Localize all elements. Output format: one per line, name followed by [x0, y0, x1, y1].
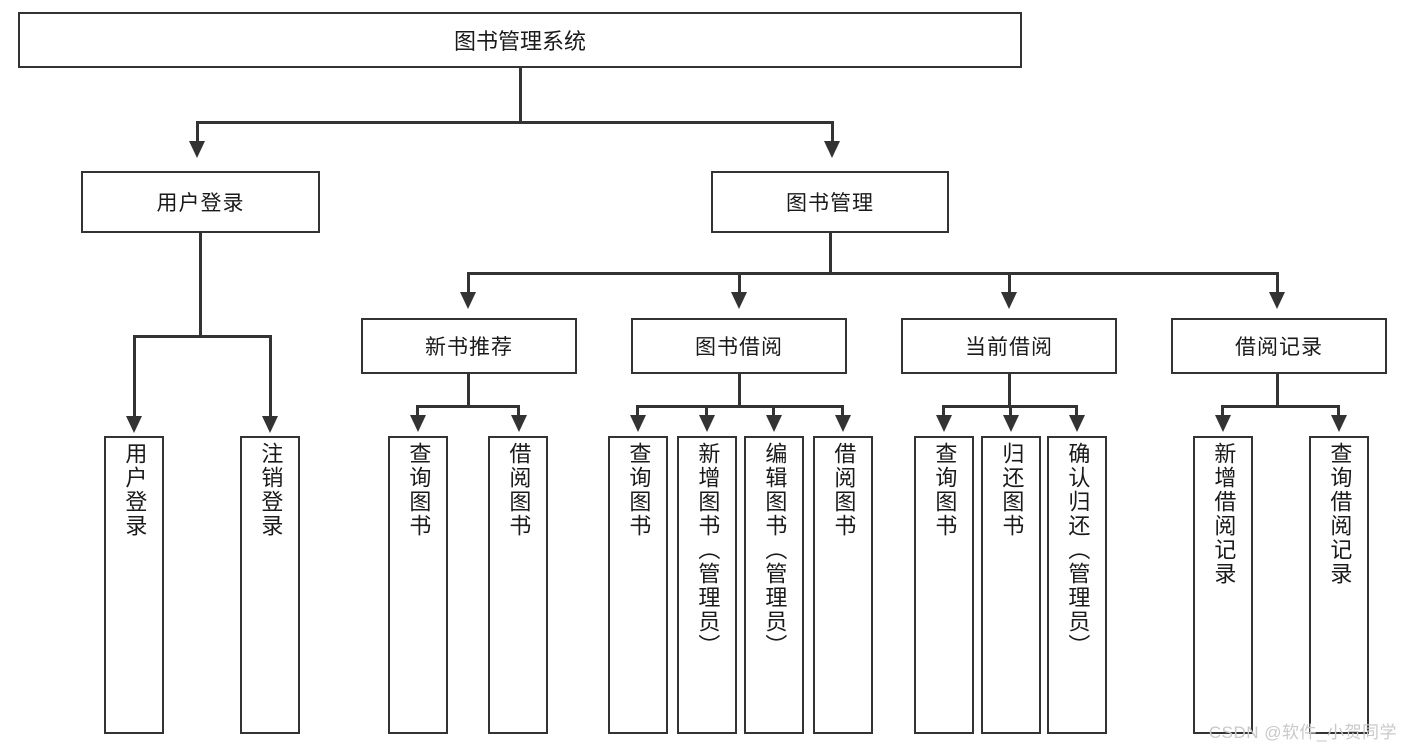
arrow-to-new-book-rec [460, 292, 476, 309]
leaf-borrow-book-1-label: 借阅图书 [506, 442, 532, 538]
leaf-query-book-1-label: 查询图书 [406, 442, 432, 538]
connector-bb-drop-2 [705, 405, 708, 417]
leaf-add-book-label: 新增图书（管理员） [695, 442, 721, 658]
leaf-add-record-label: 新增借阅记录 [1211, 442, 1237, 586]
leaf-return-book-label: 归还图书 [999, 442, 1025, 538]
leaf-query-record-label: 查询借阅记录 [1327, 442, 1353, 586]
arrow-to-leaf-return-book [1003, 415, 1019, 432]
connector-user-login-bar [133, 335, 269, 338]
node-book-borrow[interactable]: 图书借阅 [631, 318, 847, 374]
connector-user-login-stem [199, 233, 202, 335]
node-new-book-rec[interactable]: 新书推荐 [361, 318, 577, 374]
connector-book-manage-stem [829, 233, 832, 272]
arrow-to-leaf-add-record [1215, 415, 1231, 432]
connector-bb-drop-1 [636, 405, 639, 417]
arrow-to-leaf-query-book-1 [410, 415, 426, 432]
arrow-root-to-user-login [189, 141, 205, 158]
node-borrow-record-label: 借阅记录 [1235, 336, 1323, 359]
leaf-query-record[interactable]: 查询借阅记录 [1309, 436, 1369, 734]
node-user-login[interactable]: 用户登录 [81, 171, 320, 233]
arrow-to-leaf-query-book-2 [630, 415, 646, 432]
node-current-borrow-label: 当前借阅 [965, 336, 1053, 359]
arrow-to-leaf-query-book-3 [936, 415, 952, 432]
connector-bm-drop-1 [467, 272, 470, 295]
connector-bm-drop-4 [1276, 272, 1279, 295]
arrow-to-book-borrow [731, 292, 747, 309]
node-new-book-rec-label: 新书推荐 [425, 336, 513, 359]
node-user-login-label: 用户登录 [156, 192, 245, 215]
connector-bb-drop-4 [841, 405, 844, 417]
connector-root-stem [519, 68, 522, 121]
leaf-edit-book-label: 编辑图书（管理员） [762, 442, 788, 658]
arrow-to-leaf-edit-book [766, 415, 782, 432]
node-borrow-record[interactable]: 借阅记录 [1171, 318, 1387, 374]
arrow-to-leaf-borrow-book-2 [835, 415, 851, 432]
connector-br-stem [1276, 374, 1279, 405]
arrow-to-borrow-record [1269, 292, 1285, 309]
connector-br-drop-1 [1221, 405, 1224, 417]
connector-nbr-stem [467, 374, 470, 405]
node-book-manage-label: 图书管理 [786, 192, 874, 215]
connector-bm-drop-3 [1008, 272, 1011, 295]
connector-cb-drop-1 [942, 405, 945, 417]
leaf-query-book-3-label: 查询图书 [932, 442, 958, 538]
leaf-confirm-return[interactable]: 确认归还（管理员） [1047, 436, 1107, 734]
node-root[interactable]: 图书管理系统 [18, 12, 1022, 68]
leaf-user-login[interactable]: 用户登录 [104, 436, 164, 734]
leaf-borrow-book-2-label: 借阅图书 [831, 442, 857, 538]
node-book-borrow-label: 图书借阅 [695, 336, 783, 359]
arrow-to-current-borrow [1001, 292, 1017, 309]
connector-cb-drop-3 [1075, 405, 1078, 417]
leaf-borrow-book-1[interactable]: 借阅图书 [488, 436, 548, 734]
connector-bm-drop-2 [738, 272, 741, 295]
leaf-add-record[interactable]: 新增借阅记录 [1193, 436, 1253, 734]
leaf-query-book-2-label: 查询图书 [626, 442, 652, 538]
connector-nbr-drop-2 [517, 405, 520, 417]
connector-root-bar [196, 121, 834, 124]
leaf-add-book[interactable]: 新增图书（管理员） [677, 436, 737, 734]
arrow-to-leaf-logout [262, 416, 278, 433]
watermark: CSDN @软件_小贺同学 [1208, 723, 1397, 742]
leaf-query-book-2[interactable]: 查询图书 [608, 436, 668, 734]
leaf-logout-label: 注销登录 [258, 442, 284, 538]
node-current-borrow[interactable]: 当前借阅 [901, 318, 1117, 374]
arrow-to-leaf-borrow-book-1 [511, 415, 527, 432]
connector-nbr-bar [416, 405, 520, 408]
connector-br-bar [1221, 405, 1340, 408]
connector-cb-drop-2 [1009, 405, 1012, 417]
node-book-manage[interactable]: 图书管理 [711, 171, 949, 233]
leaf-query-book-1[interactable]: 查询图书 [388, 436, 448, 734]
connector-bb-bar [636, 405, 844, 408]
arrow-to-leaf-add-book [699, 415, 715, 432]
leaf-user-login-label: 用户登录 [122, 442, 148, 538]
connector-br-drop-2 [1337, 405, 1340, 417]
connector-book-manage-bar [467, 272, 1279, 275]
connector-user-login-drop-2 [269, 335, 272, 419]
connector-nbr-drop-1 [416, 405, 419, 417]
leaf-edit-book[interactable]: 编辑图书（管理员） [744, 436, 804, 734]
connector-bb-drop-3 [772, 405, 775, 417]
arrow-to-leaf-user-login [126, 416, 142, 433]
connector-cb-stem [1008, 374, 1011, 405]
leaf-logout[interactable]: 注销登录 [240, 436, 300, 734]
leaf-confirm-return-label: 确认归还（管理员） [1065, 442, 1091, 658]
arrow-to-leaf-query-record [1331, 415, 1347, 432]
connector-bb-stem [738, 374, 741, 405]
leaf-borrow-book-2[interactable]: 借阅图书 [813, 436, 873, 734]
node-root-label: 图书管理系统 [453, 29, 586, 54]
leaf-query-book-3[interactable]: 查询图书 [914, 436, 974, 734]
arrow-to-leaf-confirm-return [1069, 415, 1085, 432]
leaf-return-book[interactable]: 归还图书 [981, 436, 1041, 734]
connector-root-to-book-manage [831, 121, 834, 144]
connector-root-to-user-login [196, 121, 199, 144]
connector-user-login-drop-1 [133, 335, 136, 419]
arrow-root-to-book-manage [824, 141, 840, 158]
